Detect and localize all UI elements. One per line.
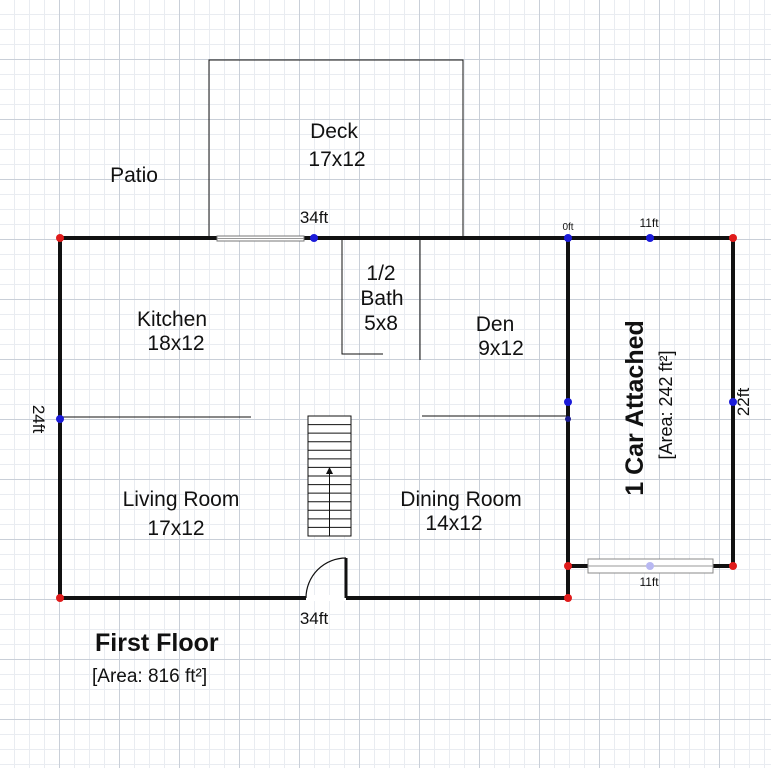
corner-point[interactable] xyxy=(564,594,572,602)
dim-garage-bottom: 11ft xyxy=(639,575,659,589)
bath-walls[interactable] xyxy=(341,238,383,355)
corner-markers xyxy=(56,234,737,602)
midpoint-handle[interactable] xyxy=(646,562,654,570)
sliding-door[interactable] xyxy=(216,235,305,242)
midpoint-handle[interactable] xyxy=(729,398,737,406)
kitchen-size: 18x12 xyxy=(147,332,204,355)
garage-area: [Area: 242 ft²] xyxy=(656,350,676,459)
staircase[interactable] xyxy=(307,415,352,537)
dim-garage-top-start: 0ft xyxy=(562,222,573,233)
den-name: Den xyxy=(476,313,515,336)
bath-name-line2: Bath xyxy=(360,287,403,310)
garage-name: 1 Car Attached xyxy=(621,320,649,496)
corner-point[interactable] xyxy=(564,562,572,570)
midpoint-handle[interactable] xyxy=(564,234,572,242)
corner-point[interactable] xyxy=(729,234,737,242)
living-room-name: Living Room xyxy=(123,488,240,511)
bath-size: 5x8 xyxy=(364,312,398,335)
dining-room-size: 14x12 xyxy=(425,512,482,535)
floor-title: First Floor xyxy=(95,629,219,657)
deck-size: 17x12 xyxy=(308,148,365,171)
dim-left: 24ft xyxy=(29,405,48,434)
dim-bottom: 34ft xyxy=(300,609,329,628)
dim-garage-top: 11ft xyxy=(639,216,659,230)
deck-name: Deck xyxy=(310,120,358,143)
dining-room-name: Dining Room xyxy=(400,488,521,511)
deck-outline[interactable] xyxy=(208,59,464,238)
midpoint-handle[interactable] xyxy=(564,398,572,406)
den-size: 9x12 xyxy=(478,337,524,360)
front-door[interactable] xyxy=(305,557,348,601)
floor-area: [Area: 816 ft²] xyxy=(92,666,207,687)
midpoint-markers xyxy=(56,234,737,570)
interior-walls xyxy=(60,238,568,418)
living-room-size: 17x12 xyxy=(147,517,204,540)
kitchen-name: Kitchen xyxy=(137,308,207,331)
midpoint-handle[interactable] xyxy=(56,415,64,423)
midpoint-handle[interactable] xyxy=(646,234,654,242)
patio-label: Patio xyxy=(110,164,158,187)
midpoint-handle[interactable] xyxy=(310,234,318,242)
midpoint-handle[interactable] xyxy=(565,416,571,422)
corner-point[interactable] xyxy=(56,234,64,242)
stair-arrow-icon xyxy=(326,467,333,474)
dim-top: 34ft xyxy=(300,208,329,227)
bath-name-line1: 1/2 xyxy=(366,262,395,285)
dim-garage-right: 22ft xyxy=(734,388,753,417)
corner-point[interactable] xyxy=(729,562,737,570)
corner-point[interactable] xyxy=(56,594,64,602)
